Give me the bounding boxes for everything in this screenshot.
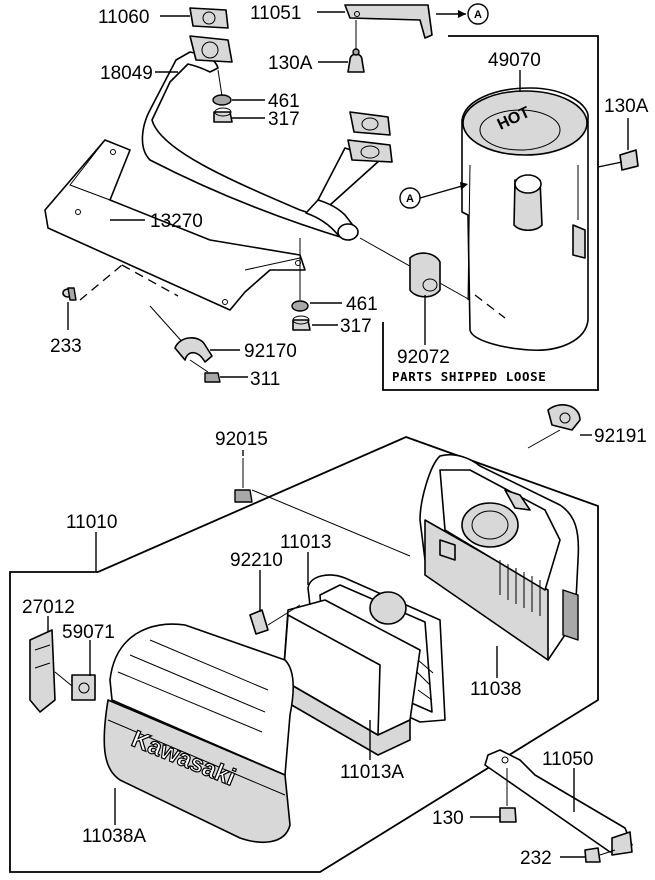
label-130A-top: 130A: [268, 53, 313, 74]
label-13270: 13270: [150, 211, 203, 232]
label-130A-right: 130A: [604, 96, 649, 117]
exhaust-pipe: [141, 35, 393, 241]
clip-92210: [249, 609, 269, 635]
air-cleaner-base: [419, 453, 580, 661]
latch-27012: [29, 629, 56, 713]
clamp-92170: [174, 337, 213, 363]
label-232: 232: [520, 848, 552, 869]
leader-lines: [47, 11, 629, 858]
label-18049: 18049: [100, 63, 153, 84]
screw-130A-right: [597, 149, 639, 171]
label-92210: 92210: [230, 550, 283, 571]
exhaust-gasket-upper: [189, 7, 229, 29]
label-461-bottom: 461: [346, 294, 378, 315]
label-11013A: 11013A: [340, 762, 404, 783]
label-92072: 92072: [397, 347, 450, 368]
label-27012: 27012: [22, 597, 75, 618]
label-11051: 11051: [250, 3, 301, 24]
label-92191: 92191: [594, 426, 647, 447]
label-233: 233: [50, 336, 82, 357]
label-130: 130: [432, 808, 464, 829]
reference-mark-top: A: [467, 3, 489, 25]
air-cleaner-assembly-box: [9, 436, 599, 873]
reference-mark-muffler: A: [399, 187, 421, 209]
label-11060: 11060: [98, 7, 149, 28]
label-317-top: 317: [268, 109, 300, 130]
label-92015: 92015: [215, 429, 268, 450]
bolt-233: [62, 287, 77, 301]
nut-317-lower: [292, 315, 311, 331]
svg-text:A: A: [406, 193, 414, 205]
washer-461-lower: [291, 300, 309, 312]
latch-spring-59071: [71, 674, 96, 701]
parts-shipped-loose-note: PARTS SHIPPED LOOSE: [392, 369, 546, 384]
label-59071: 59071: [62, 622, 115, 643]
nut-92015: [234, 458, 253, 503]
bracket-11050: [484, 749, 633, 856]
exhaust-gasket-right: [349, 111, 391, 136]
bolt-130A-top: [347, 48, 365, 73]
label-11038A: 11038A: [82, 826, 146, 847]
fastener-92191: [547, 404, 581, 431]
label-317-bottom: 317: [340, 316, 372, 337]
nut-317-upper: [213, 107, 233, 123]
svg-text:A: A: [474, 9, 482, 21]
label-92170: 92170: [244, 341, 297, 362]
label-11038: 11038: [470, 679, 521, 700]
air-cleaner-cover: [103, 623, 295, 843]
clamp-92072: [409, 252, 441, 298]
muffler-bracket: [44, 139, 306, 311]
callout-labels: 11060 11051 130A 18049 461 317 49070 130…: [22, 3, 649, 869]
muffler: [461, 87, 589, 351]
label-461-top: 461: [268, 91, 300, 112]
pre-cleaner-11013A: [282, 599, 421, 756]
washer-461-upper: [212, 94, 232, 106]
label-11050: 11050: [542, 749, 593, 770]
bolt-232: [584, 847, 616, 863]
label-11010: 11010: [66, 512, 117, 533]
label-11013: 11013: [280, 532, 331, 553]
label-311: 311: [250, 369, 280, 390]
bracket-11051: [344, 4, 433, 39]
nut-311: [204, 372, 221, 383]
label-49070: 49070: [488, 50, 541, 71]
muffler-loose-parts-box: [382, 35, 599, 391]
